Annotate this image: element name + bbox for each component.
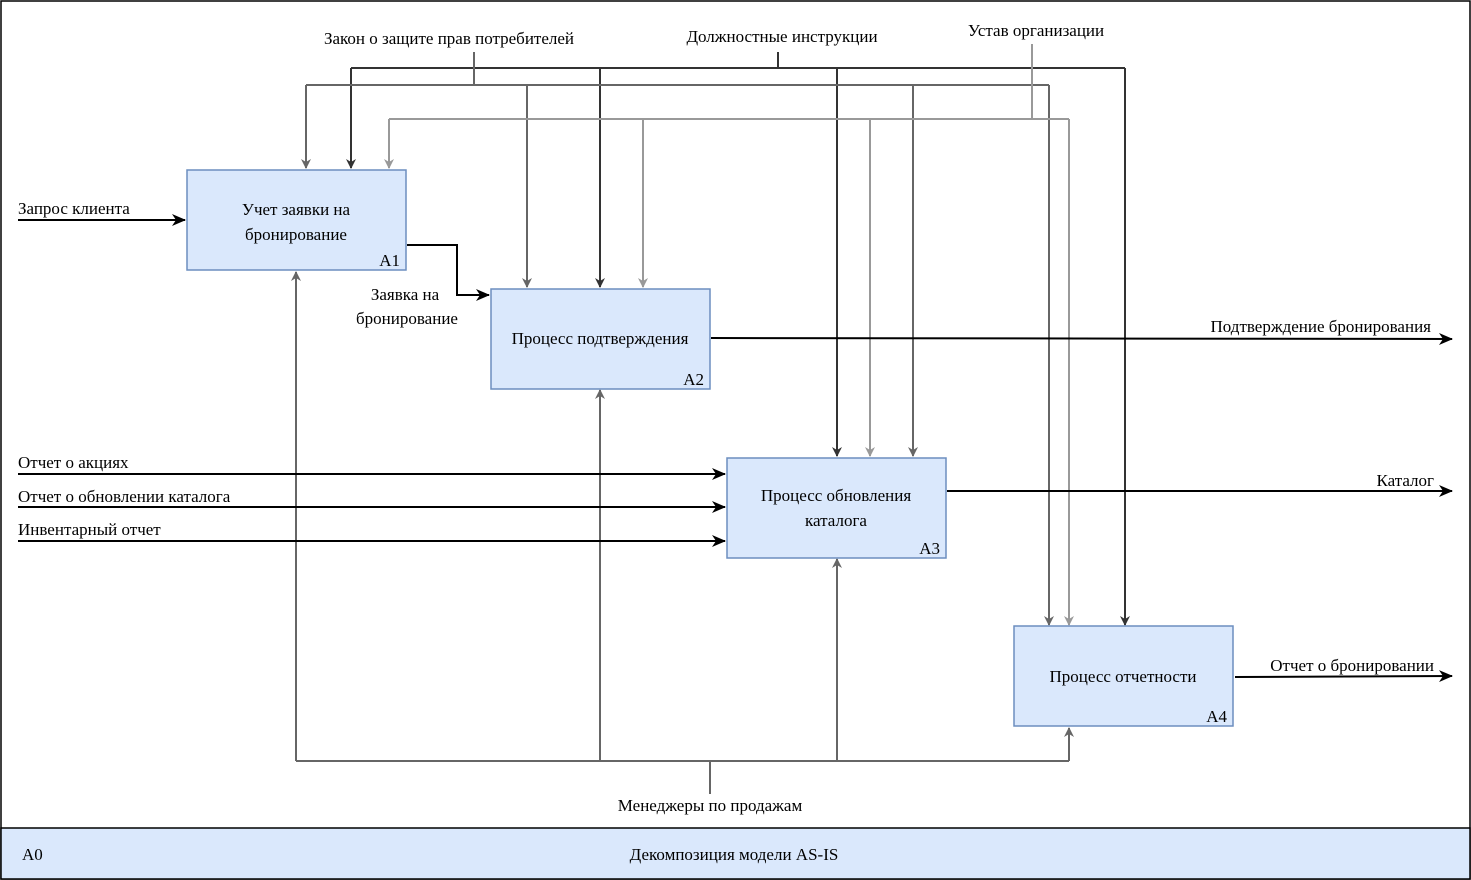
label-sales-managers: Менеджеры по продажам [618,796,803,815]
box-a4-line-1: Процесс отчетности [1049,667,1196,686]
activity-box-a4[interactable]: Процесс отчетности A4 [1013,625,1234,727]
box-a3-line-2: каталога [805,511,867,530]
box-a1-line-1: Учет заявки на [242,200,351,219]
box-a4-code: A4 [1206,707,1227,726]
box-a2-code: A2 [683,370,704,389]
control-charter-lines [384,44,1074,626]
label-booking-report: Отчет о бронировании [1270,656,1434,675]
box-a1-code: A1 [379,251,400,270]
box-a3-code: A3 [919,539,940,558]
label-booking-request-line-2: бронирование [356,309,458,328]
activity-box-a2[interactable]: Процесс подтверждения A2 [490,288,711,390]
label-consumer-law: Закон о защите прав потребителей [324,29,574,48]
arrow-booking-request [407,244,490,301]
diagram-footer: A0 Декомпозиция модели AS-IS [0,827,1471,880]
box-a3-line-1: Процесс обновления [761,486,911,505]
box-a1-line-2: бронирование [245,225,347,244]
label-job-instructions: Должностные инструкции [686,27,877,46]
mechanism-sales-managers-lines [291,271,1074,794]
label-client-request: Запрос клиента [18,199,130,218]
label-booking-confirmation: Подтверждение бронирования [1211,317,1432,336]
footer-title: Декомпозиция модели AS-IS [630,845,839,864]
label-catalog-update-report: Отчет о обновлении каталога [18,487,231,506]
label-inventory-report: Инвентарный отчет [18,520,161,539]
footer-node-number: A0 [22,845,43,864]
activity-box-a1[interactable]: Учет заявки на бронирование A1 [186,169,407,271]
label-catalog: Каталог [1376,471,1434,490]
label-booking-request-line-1: Заявка на [371,285,440,304]
control-consumer-law-lines [301,52,1054,626]
activity-box-a3[interactable]: Процесс обновления каталога A3 [726,457,947,559]
label-charter: Устав организации [968,21,1104,40]
box-a2-line-1: Процесс подтверждения [512,329,689,348]
arrow-booking-confirmation [710,332,1453,345]
label-promo-report: Отчет о акциях [18,453,129,472]
arrow-booking-report [1234,670,1453,683]
